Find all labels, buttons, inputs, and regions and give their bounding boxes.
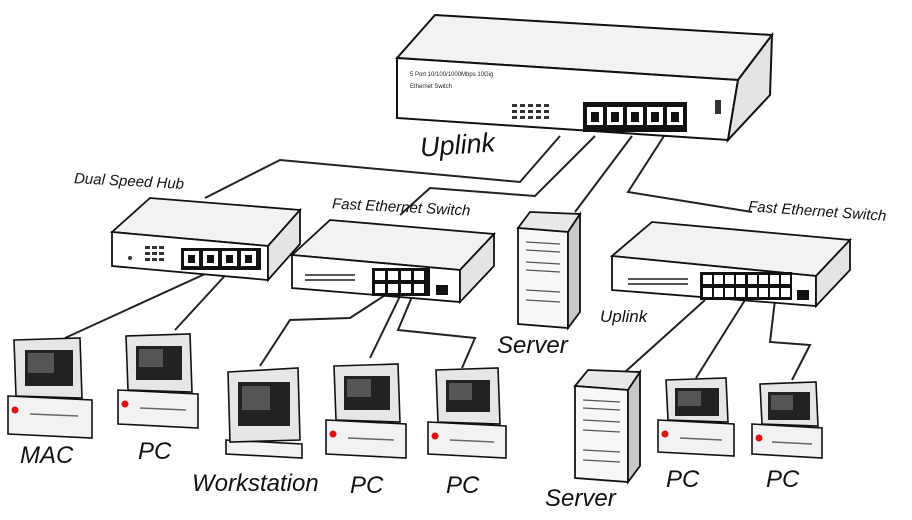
workstation-label: Workstation	[192, 470, 319, 497]
cable-main-to-left-switch	[399, 135, 596, 216]
cable-right-switch-to-pc5	[768, 299, 812, 381]
fast-ethernet-switch-left	[289, 219, 496, 305]
cable-right-switch-to-pc4	[695, 299, 746, 379]
uplink-right-label: Uplink	[600, 307, 648, 326]
pc-3-label: PC	[446, 472, 480, 499]
main-switch-text-1: 5 Port 10/100/1000Mbps 10Gig	[410, 72, 493, 78]
cable-right-switch-to-server	[624, 299, 706, 373]
mac-label: MAC	[20, 442, 74, 469]
cable-main-to-hub	[204, 135, 561, 199]
dual-speed-hub	[109, 197, 302, 283]
computer-pc-3	[427, 367, 507, 459]
pc-4-label: PC	[666, 466, 700, 493]
computer-pc-5	[751, 381, 823, 459]
computer-pc-4	[657, 377, 735, 457]
server-center-label: Server	[497, 332, 568, 359]
computer-mac	[7, 337, 93, 439]
computer-workstation	[225, 367, 303, 459]
cable-hub-to-mac	[64, 267, 219, 339]
main-switch-text-2: Ethernet Switch	[410, 84, 452, 90]
cable-left-switch-to-workstation	[259, 291, 391, 367]
main-switch-leds	[512, 104, 549, 119]
fast-ethernet-switch-right	[609, 221, 852, 309]
main-switch-ports	[583, 102, 687, 132]
pc-1-label: PC	[138, 438, 172, 465]
cable-hub-to-pc1	[174, 267, 233, 331]
pc-5-label: PC	[766, 466, 800, 493]
cable-main-to-server	[574, 135, 633, 213]
server-center	[516, 211, 582, 331]
cables	[64, 135, 812, 381]
computer-pc-1	[117, 333, 199, 429]
server-right	[573, 369, 642, 485]
main-ethernet-switch: 5 Port 10/100/1000Mbps 10Gig Ethernet Sw…	[394, 13, 774, 144]
server-right-label: Server	[545, 485, 616, 512]
computer-pc-2	[325, 363, 407, 459]
uplink-main-label: Uplink	[419, 127, 496, 163]
cable-main-to-right-switch	[626, 135, 753, 213]
cable-left-switch-to-pc3	[396, 291, 477, 369]
cable-left-switch-to-pc2	[369, 291, 403, 359]
pc-2-label: PC	[350, 472, 384, 499]
